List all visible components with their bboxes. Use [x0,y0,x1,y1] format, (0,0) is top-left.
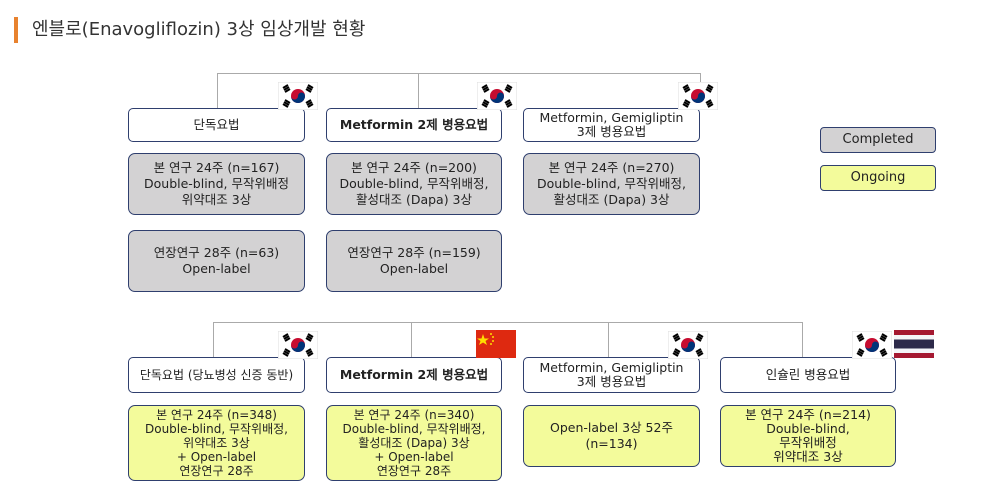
korea-flag-icon [477,82,517,110]
header-metformin-dual: Metformin 2제 병용요법 [326,108,502,142]
china-flag-icon [476,330,516,358]
connector [217,73,218,108]
study-completed: 본 연구 24주 (n=167) Double-blind, 무작위배정 위약대… [128,153,305,215]
connector [411,322,412,357]
connector [608,322,609,357]
header-insulin-combination: 인슐린 병용요법 [720,357,896,393]
extension-study-completed: 연장연구 28주 (n=159) Open-label [326,230,502,292]
header-metformin-gemigliptin: Metformin, Gemigliptin 3제 병용요법 [523,108,700,142]
korea-flag-icon [278,82,318,110]
study-completed: 본 연구 24주 (n=200) Double-blind, 무작위배정, 활성… [326,153,502,215]
korea-flag-icon [278,331,318,359]
header-monotherapy-nephropathy: 단독요법 (당뇨병성 신증 동반) [128,357,305,393]
header-monotherapy: 단독요법 [128,108,305,142]
connector [217,73,701,74]
study-ongoing: 본 연구 24주 (n=348) Double-blind, 무작위배정, 위약… [128,405,305,481]
connector [213,322,803,323]
korea-flag-icon [852,331,892,359]
title-accent-bar [14,17,18,43]
study-completed: 본 연구 24주 (n=270) Double-blind, 무작위배정, 활성… [523,153,700,215]
connector [418,73,419,108]
korea-flag-icon [668,331,708,359]
study-ongoing: 본 연구 24주 (n=340) Double-blind, 무작위배정, 활성… [326,405,502,481]
header-metformin-dual: Metformin 2제 병용요법 [326,357,502,393]
study-ongoing: Open-label 3상 52주 (n=134) [523,405,700,467]
legend-ongoing: Ongoing [820,165,936,191]
legend-completed: Completed [820,127,936,153]
header-metformin-gemigliptin: Metformin, Gemigliptin 3제 병용요법 [523,357,700,393]
page-title: 엔블로(Enavogliflozin) 3상 임상개발 현황 [32,19,366,40]
thailand-flag-icon [894,330,934,358]
extension-study-completed: 연장연구 28주 (n=63) Open-label [128,230,305,292]
connector [802,322,803,357]
connector [213,322,214,357]
korea-flag-icon [678,82,718,110]
study-ongoing: 본 연구 24주 (n=214) Double-blind, 무작위배정 위약대… [720,405,896,467]
